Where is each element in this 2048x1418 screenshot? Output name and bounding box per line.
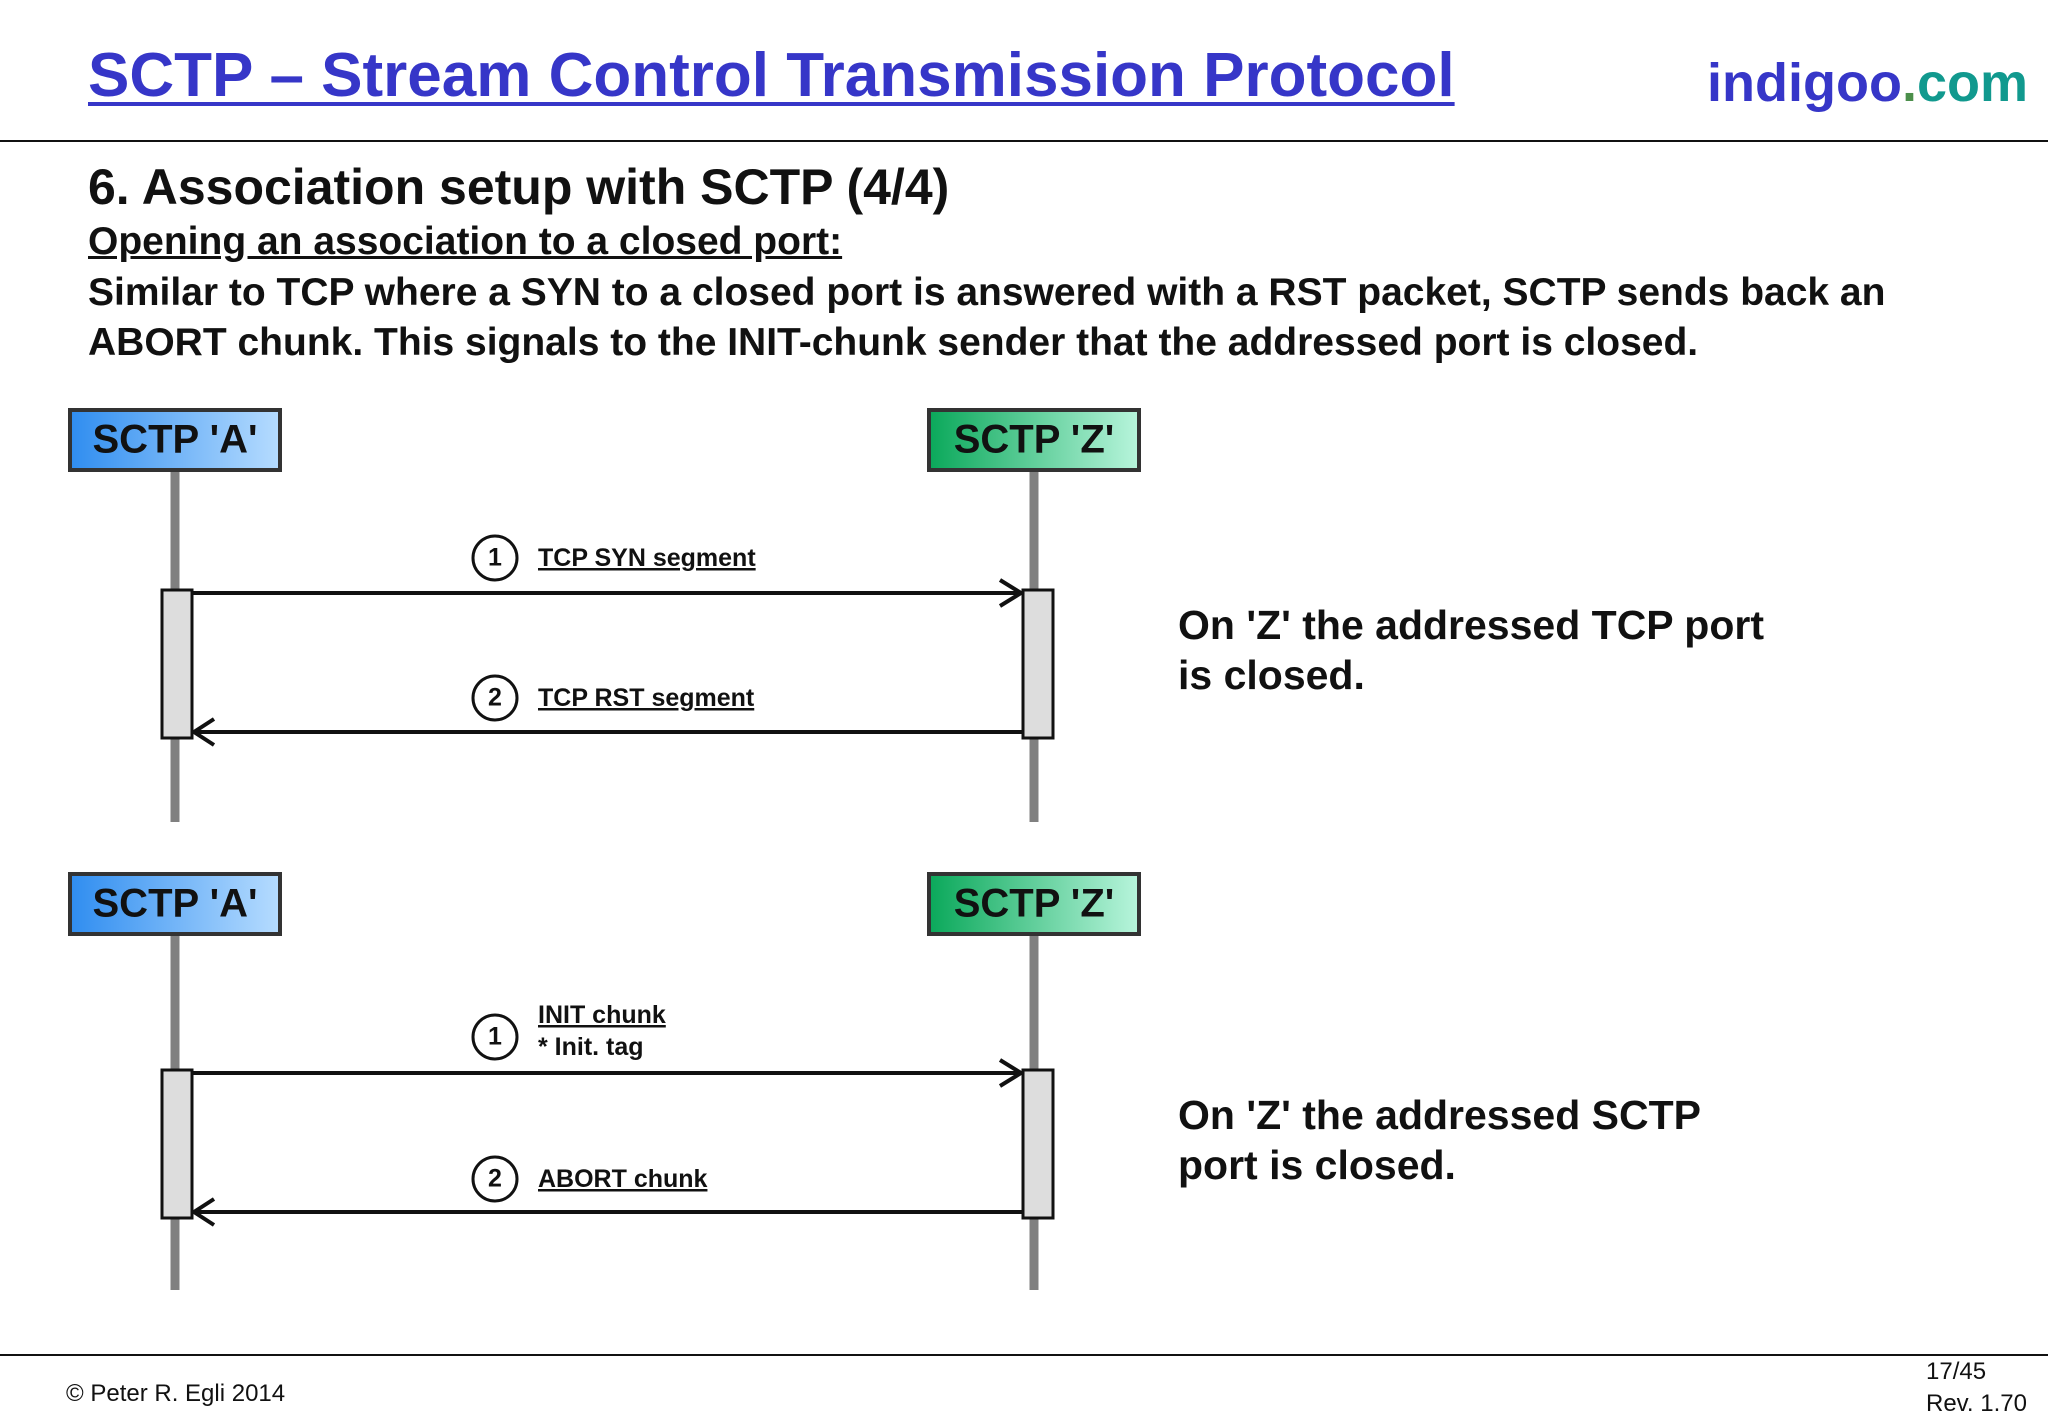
activation-bar-a: [160, 588, 194, 740]
activation-bar-a: [160, 1068, 194, 1220]
message-detail: * Init. tag: [538, 1033, 644, 1061]
arrow-head: [998, 578, 1025, 608]
section-body: Similar to TCP where a SYN to a closed p…: [88, 271, 1886, 364]
message-1: 1 INIT chunk * Init. tag: [192, 1001, 1025, 1088]
arrow-head: [998, 1058, 1025, 1088]
logo-brand: indigoo: [1707, 53, 1902, 113]
arrow-head: [190, 1197, 216, 1227]
logo-tld: com: [1916, 53, 2028, 113]
activation-bar-z: [1021, 1068, 1055, 1220]
sequence-diagram-tcp: SCTP 'A' SCTP 'Z' 1 TCP SYN segment 2 TC…: [68, 408, 1141, 822]
header-rule: [0, 140, 2048, 142]
step-number-circle: [471, 1013, 519, 1061]
endpoint-z-label: SCTP 'Z': [954, 882, 1115, 926]
endpoint-z-box: [927, 872, 1141, 936]
message-label: TCP RST segment: [538, 684, 755, 712]
message-2: 2 ABORT chunk: [190, 1155, 1023, 1227]
sequence-diagrams: SCTP 'A' SCTP 'Z' 1 TCP SYN segment 2 TC…: [68, 408, 1141, 1290]
slide-title: SCTP – Stream Control Transmission Proto…: [88, 41, 1455, 110]
endpoint-z-label: SCTP 'Z': [954, 418, 1115, 462]
step-number-circle: [471, 1155, 519, 1203]
activation-bar-z: [1021, 588, 1055, 740]
step-number: 1: [488, 544, 502, 572]
step-number: 1: [488, 1023, 502, 1051]
step-number: 2: [488, 684, 502, 712]
brand-logo: indigoo.com: [1707, 52, 2028, 114]
section-subheading: Opening an association to a closed port:: [88, 220, 843, 263]
footer-page-number: 17/45: [1926, 1358, 1987, 1385]
footer-copyright: © Peter R. Egli 2014: [66, 1380, 286, 1407]
endpoint-a-label: SCTP 'A': [93, 882, 258, 926]
endpoint-a-label: SCTP 'A': [93, 418, 258, 462]
diagram-note-tcp: On 'Z' the addressed TCP port is closed.: [1178, 602, 1764, 698]
message-label: INIT chunk: [538, 1001, 666, 1029]
step-number-circle: [471, 534, 519, 582]
message-label: TCP SYN segment: [538, 544, 756, 572]
message-1: 1 TCP SYN segment: [192, 534, 1025, 608]
footer-revision: Rev. 1.70: [1926, 1390, 2027, 1417]
sequence-diagram-sctp: SCTP 'A' SCTP 'Z' 1 INIT chunk * Init. t…: [68, 872, 1141, 1290]
step-number-circle: [471, 674, 519, 722]
message-label: ABORT chunk: [538, 1165, 708, 1193]
footer-rule: [0, 1354, 2048, 1356]
step-number: 2: [488, 1165, 502, 1193]
arrow-head: [190, 717, 216, 747]
diagram-note-sctp: On 'Z' the addressed SCTP port is closed…: [1178, 1092, 1701, 1188]
endpoint-a-box: [68, 408, 282, 472]
section-heading: 6. Association setup with SCTP (4/4): [88, 159, 950, 215]
endpoint-a-box: [68, 872, 282, 936]
endpoint-z-box: [927, 408, 1141, 472]
message-2: 2 TCP RST segment: [190, 674, 1023, 747]
logo-dot: .: [1901, 53, 1917, 113]
